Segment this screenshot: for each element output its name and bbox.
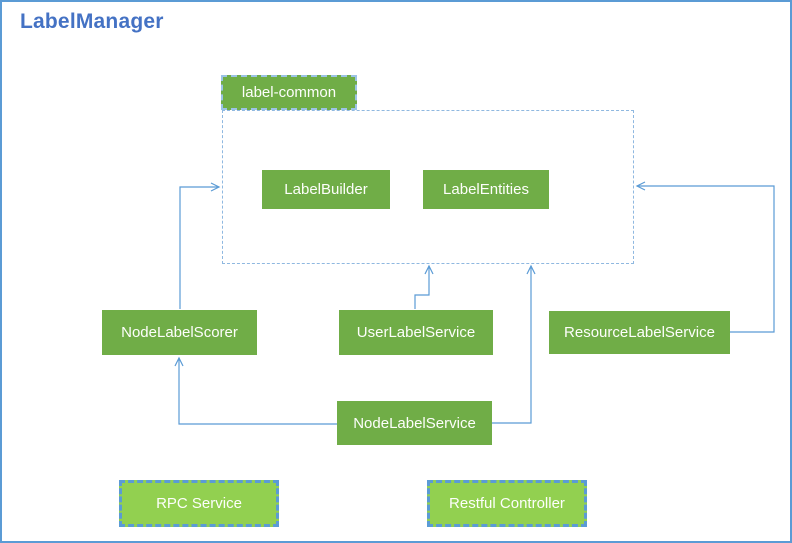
group-label-common-tab: label-common (221, 75, 357, 110)
node-resource-label-service-text: ResourceLabelService (564, 324, 715, 341)
diagram-title: LabelManager (20, 10, 164, 33)
node-user-label-service-text: UserLabelService (356, 324, 476, 341)
node-label-builder-text: LabelBuilder (284, 181, 368, 198)
node-node-label-scorer-text: NodeLabelScorer (121, 324, 238, 341)
node-node-label-scorer: NodeLabelScorer (102, 310, 257, 355)
node-user-label-service: UserLabelService (339, 310, 493, 355)
group-label-common-boundary (222, 110, 634, 264)
edge-scorer-to-common (179, 182, 221, 309)
group-label-common-text: label-common (241, 84, 337, 101)
edge-nodeservice-to-scorer (174, 356, 338, 425)
node-resource-label-service: ResourceLabelService (549, 311, 730, 354)
edge-nodeservice-to-common (492, 264, 536, 424)
node-rpc-service-text: RPC Service (156, 495, 242, 512)
node-restful-controller-text: Restful Controller (449, 495, 565, 512)
node-restful-controller: Restful Controller (427, 480, 587, 527)
node-node-label-service: NodeLabelService (337, 401, 492, 445)
edge-userservice-to-common (414, 264, 434, 309)
node-rpc-service: RPC Service (119, 480, 279, 527)
node-label-builder: LabelBuilder (262, 170, 390, 209)
node-node-label-service-text: NodeLabelService (353, 414, 476, 432)
node-label-entities-text: LabelEntities (443, 181, 529, 198)
node-label-entities: LabelEntities (423, 170, 549, 209)
